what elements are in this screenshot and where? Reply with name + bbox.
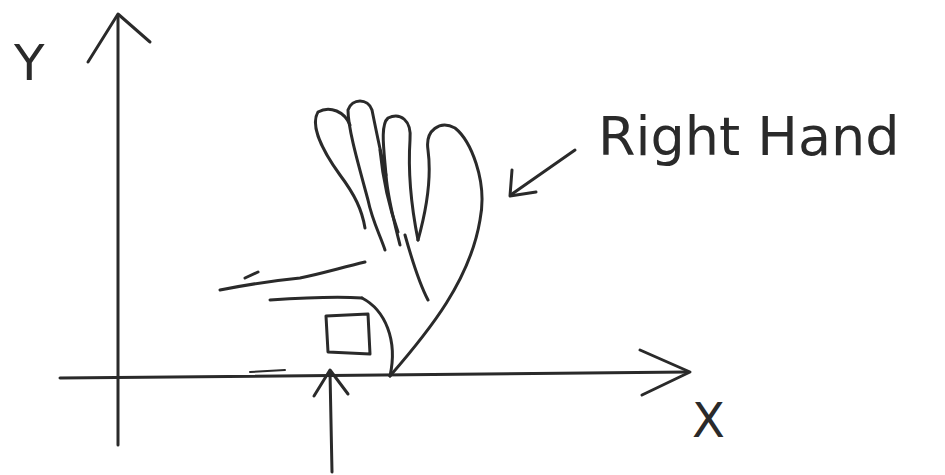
axis-label: X (692, 396, 725, 444)
pointer-arrowhead (314, 370, 348, 396)
axis-label: Y (14, 38, 45, 88)
axis-mark (250, 370, 285, 372)
y-axis-arrowhead (88, 14, 150, 62)
right-hand-drawing (220, 101, 482, 376)
hand-label: Right Hand (598, 110, 900, 164)
x-axis (60, 372, 688, 378)
y-axis (117, 15, 120, 445)
pointer-arrow (330, 372, 332, 472)
x-axis-arrowhead (640, 350, 690, 395)
leader-arrow (512, 150, 575, 194)
leader-arrowhead (510, 170, 536, 196)
